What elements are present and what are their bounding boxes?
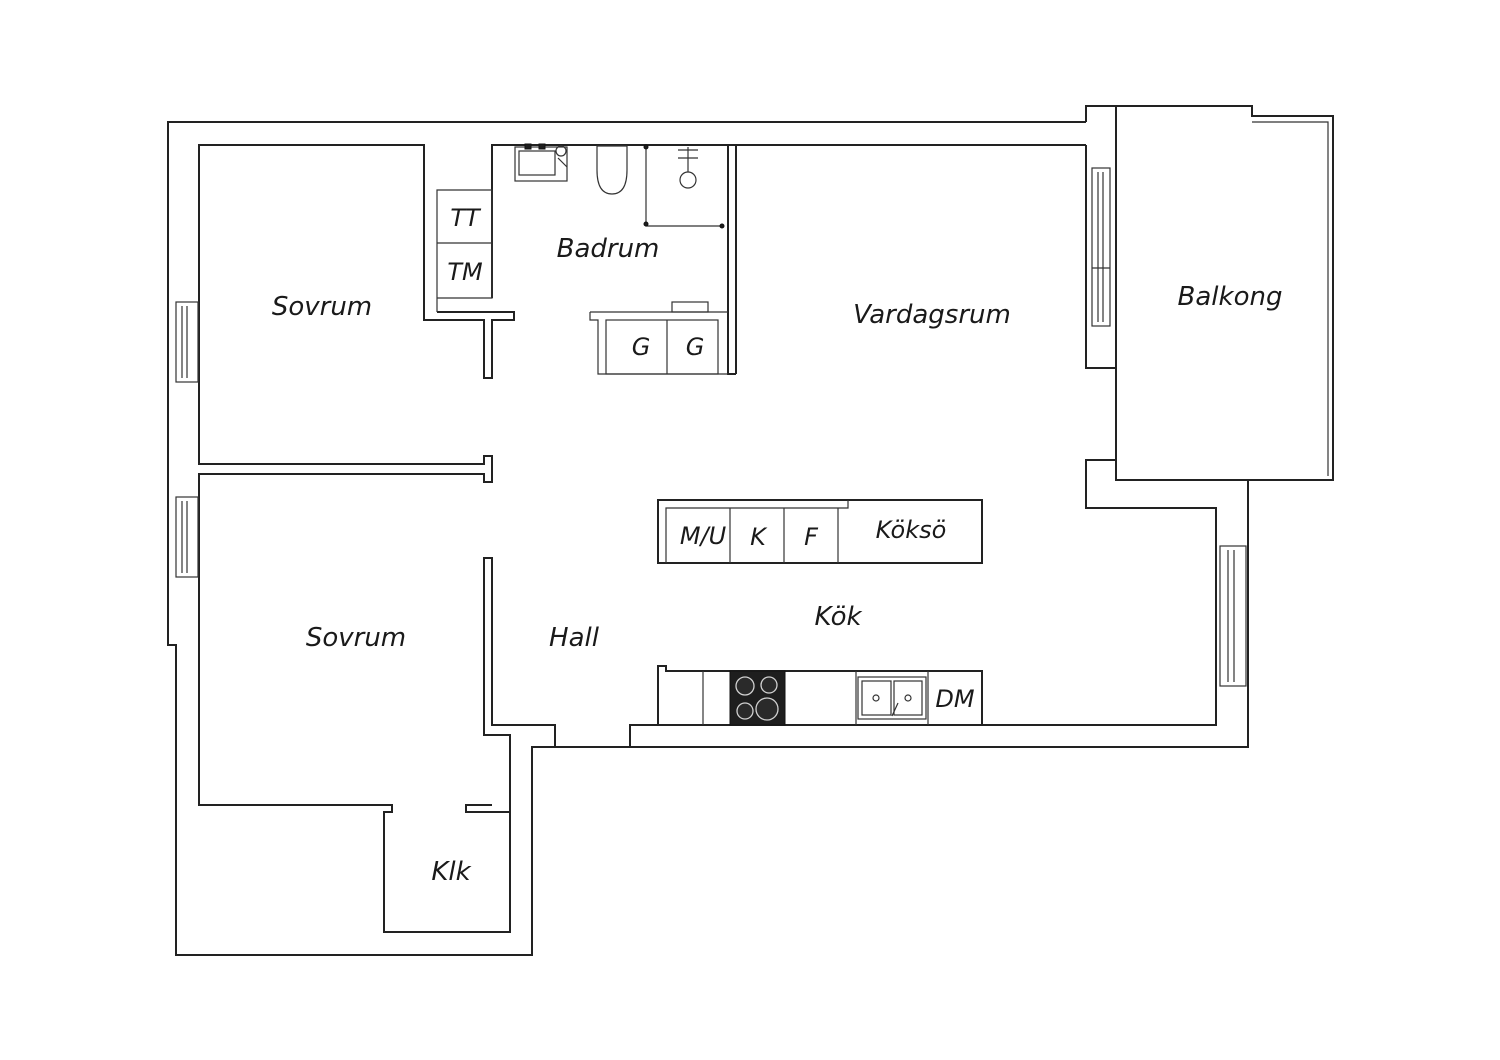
shower-icon	[643, 144, 725, 229]
kitchen-island	[657, 499, 983, 564]
fixture-label-dryer: TT	[450, 204, 482, 232]
window-bedroom-1	[175, 301, 199, 383]
room-label-bedroom-2: Sovrum	[306, 623, 406, 653]
fixture-label-freezer: F	[804, 523, 819, 551]
kitchen-sink-icon	[857, 676, 927, 720]
kitchen-counter	[657, 665, 983, 725]
room-label-closet: Klk	[431, 857, 471, 887]
sink-icon	[514, 143, 568, 182]
fixture-label-wardrobe-1: G	[632, 333, 651, 361]
fixture-label-fridge: K	[750, 523, 768, 551]
room-label-bathroom: Badrum	[557, 234, 660, 264]
wardrobe-unit	[589, 301, 728, 375]
fixture-label-microwave-oven: M/U	[680, 522, 727, 550]
room-label-kitchen: Kök	[814, 602, 862, 632]
room-label-bedroom-1: Sovrum	[272, 292, 372, 322]
fixture-label-kitchen-island: Köksö	[876, 516, 947, 544]
room-label-balcony: Balkong	[1178, 282, 1283, 312]
fixture-label-washer: TM	[447, 258, 483, 286]
window-bedroom-2	[175, 496, 199, 578]
room-label-living-room: Vardagsrum	[853, 300, 1011, 330]
toilet-icon	[596, 145, 628, 195]
window-living-room	[1091, 167, 1111, 327]
fixture-label-wardrobe-2: G	[686, 333, 705, 361]
stove-icon	[729, 670, 786, 726]
balcony-outline	[1115, 105, 1334, 481]
room-label-hall: Hall	[549, 623, 600, 653]
window-kitchen	[1219, 545, 1247, 687]
fixture-label-dishwasher: DM	[935, 685, 974, 713]
